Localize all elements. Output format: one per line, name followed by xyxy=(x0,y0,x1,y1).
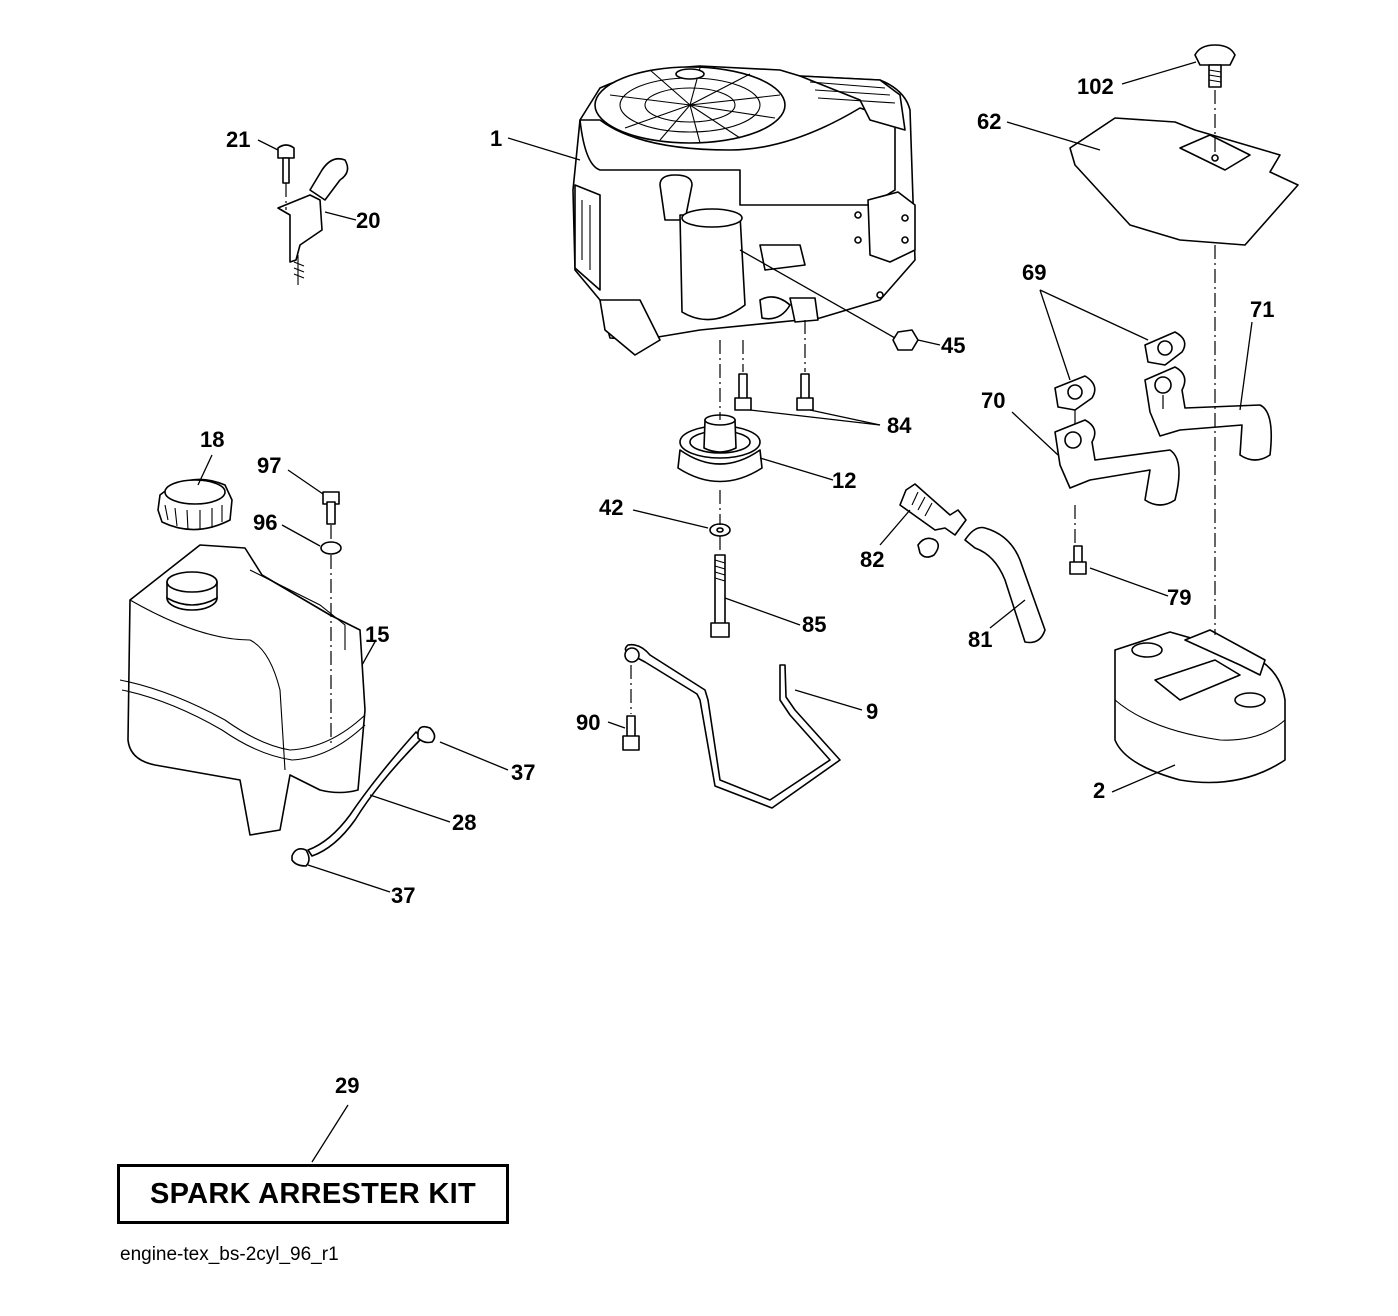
callout-37-upper: 37 xyxy=(511,760,535,785)
callout-9: 9 xyxy=(866,699,878,724)
muffler-2-part xyxy=(1114,629,1286,784)
rod-9-part xyxy=(624,643,841,809)
callout-37-lower: 37 xyxy=(391,883,415,908)
callout-20: 20 xyxy=(356,208,380,233)
callout-97: 97 xyxy=(257,453,281,478)
callout-1: 1 xyxy=(490,126,502,151)
callout-15: 15 xyxy=(365,622,389,647)
fitting-45-part xyxy=(892,329,919,351)
callout-29: 29 xyxy=(335,1073,359,1098)
callout-82: 82 xyxy=(860,547,884,572)
bolt-97-part xyxy=(322,491,340,525)
callout-21: 21 xyxy=(226,127,250,152)
callout-45: 45 xyxy=(941,333,965,358)
callout-85: 85 xyxy=(802,612,826,637)
spark-arrester-kit-box: SPARK ARRESTER KIT xyxy=(117,1164,509,1224)
fuel-line-28-part xyxy=(307,731,423,857)
fuel-tank-15-part xyxy=(119,544,366,836)
callouts: 1 2 9 12 15 18 20 21 28 29 37 37 42 45 6… xyxy=(200,74,1274,1098)
callout-79: 79 xyxy=(1167,585,1191,610)
diagram-code: engine-tex_bs-2cyl_96_r1 xyxy=(120,1244,339,1265)
pipe-70-part xyxy=(1054,419,1180,506)
callout-2: 2 xyxy=(1093,778,1105,803)
callout-18: 18 xyxy=(200,427,224,452)
bolt-21-part xyxy=(277,144,295,184)
clamp-37-upper-part xyxy=(417,725,436,744)
bolt-90-part xyxy=(622,715,640,751)
callout-90: 90 xyxy=(576,710,600,735)
pulley-12-part xyxy=(677,414,763,483)
alignment-lines xyxy=(285,90,1216,745)
callout-12: 12 xyxy=(832,468,856,493)
callout-96: 96 xyxy=(253,510,277,535)
knob-102-part xyxy=(1194,44,1236,88)
callout-42: 42 xyxy=(599,495,623,520)
shield-62-part xyxy=(1069,117,1299,246)
valve-82-part xyxy=(899,483,967,558)
callout-81: 81 xyxy=(968,627,992,652)
throttle-control-20-part xyxy=(277,157,349,285)
bolt-79-part xyxy=(1069,545,1087,575)
bolts-84-part xyxy=(734,373,814,411)
leader-lines xyxy=(197,61,1253,1163)
callout-71: 71 xyxy=(1250,297,1274,322)
washer-42-part xyxy=(709,523,731,537)
callout-69: 69 xyxy=(1022,260,1046,285)
hose-81-part xyxy=(964,526,1046,644)
callout-84: 84 xyxy=(887,413,912,438)
pipe-71-part xyxy=(1144,366,1273,461)
callout-62: 62 xyxy=(977,109,1001,134)
clamp-37-lower-part xyxy=(291,848,310,867)
fuel-cap-18-part xyxy=(157,478,233,531)
washer-96-part xyxy=(320,541,342,555)
bolt-85-part xyxy=(710,554,730,638)
callout-102: 102 xyxy=(1077,74,1114,99)
callout-28: 28 xyxy=(452,810,476,835)
engine-part xyxy=(572,65,916,356)
callout-70: 70 xyxy=(981,388,1005,413)
gaskets-69-part xyxy=(1054,331,1186,411)
